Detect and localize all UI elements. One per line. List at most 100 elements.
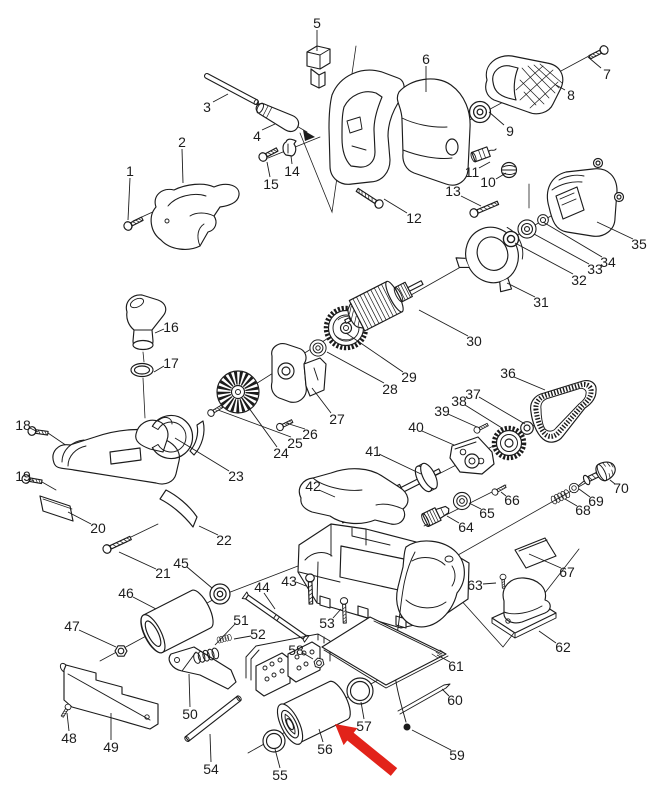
leader-line-62 [538,630,557,644]
part-54-pin-drawing [184,695,242,742]
leader-line-11 [478,161,491,169]
part-15-screw-drawing [256,145,280,164]
part-69-washer-pin-drawing [577,480,585,487]
leader-line-31 [506,282,536,298]
part-62-foot-drawing [491,577,557,639]
part-16-dust-nozzle-drawing [125,294,167,351]
part-number-4: 4 [253,128,261,144]
part-number-25: 25 [287,435,303,451]
leader-line-30 [418,309,469,337]
leader-line-60 [441,688,450,697]
part-number-66: 66 [504,492,520,508]
leader-line-19 [28,478,35,482]
part-number-68: 68 [575,502,591,518]
part-number-48: 48 [61,730,77,746]
side-cover-drawing [396,540,465,628]
part-9-bearing-drawing [468,100,492,124]
part-number-32: 32 [571,272,587,288]
part-64-adjuster-drawing [421,505,450,528]
part-70-knob-drawing [582,461,616,486]
part-number-51: 51 [233,612,249,628]
leader-line-21 [118,551,157,570]
part-55-ring-drawing [262,729,286,753]
part-4-sleeve-drawing [255,102,300,133]
part-number-33: 33 [587,261,603,277]
part-number-22: 22 [216,532,232,548]
part-25-screw-drawing [206,402,225,419]
leader-line-16 [154,328,165,334]
leader-line-53 [332,608,342,619]
leader-line-43 [295,581,307,587]
part-number-36: 36 [500,365,516,381]
part-number-43: 43 [281,573,297,589]
part-27-bearing-box-drawing [270,343,327,403]
part-40-bracket-plate-drawing [449,436,495,475]
part-36-drive-belt-drawing [530,379,597,443]
part-5-switch-drawing [306,45,331,89]
labels-layer: 1234567891011121314151617181920212223242… [15,15,647,783]
leader-line-14 [290,155,293,165]
leader-line-42 [318,489,336,498]
part-number-23: 23 [228,468,244,484]
part-32-washer-drawing [502,230,520,248]
part-65-bearing-drawing [452,491,472,511]
part-number-16: 16 [163,319,179,335]
part-20-plate-drawing [39,495,74,522]
part-2-handle-cover-drawing [150,183,240,250]
leader-line-4 [261,123,276,131]
leader-line-12 [383,198,408,214]
part-number-7: 7 [603,66,611,82]
leader-line-24 [240,396,278,448]
part-number-70: 70 [613,480,629,496]
part-56-rear-roller-drawing [276,680,351,745]
part-number-2: 2 [178,134,186,150]
highlight-arrow [335,724,398,776]
part-number-61: 61 [448,658,464,674]
leader-line-52 [233,635,252,640]
leader-line-29 [345,332,404,373]
part-39-screw-drawing [472,421,490,435]
part-number-10: 10 [480,174,496,190]
part-3-rod-drawing [204,73,259,105]
leader-line-35 [596,221,634,240]
leader-line-46 [132,596,157,610]
part-37-washer-drawing [520,421,534,435]
part-number-58: 58 [288,642,304,658]
part-number-40: 40 [408,419,424,435]
part-number-65: 65 [479,505,495,521]
part-number-45: 45 [173,555,189,571]
part-number-24: 24 [273,445,289,461]
part-number-60: 60 [447,692,463,708]
leader-line-18 [29,427,39,433]
part-number-47: 47 [64,618,80,634]
part-33-bearing-drawing [517,219,537,239]
part-45-bearing-drawing [209,583,231,605]
part-number-19: 19 [15,468,31,484]
part-67-plate-drawing [514,537,557,569]
leader-line-17 [153,365,165,373]
leader-line-10 [495,172,507,180]
leader-line-39 [447,413,478,428]
part-number-9: 9 [506,123,514,139]
leader-line-50 [188,673,191,708]
part-22-base-drawing [52,416,198,528]
part-42-housing-cover-drawing [298,468,409,525]
part-11-carbon-brush-drawing [470,146,497,163]
part-number-38: 38 [451,393,467,409]
leader-line-36 [513,376,546,391]
part-49-side-plate-drawing [59,662,159,730]
part-number-41: 41 [365,443,381,459]
part-number-37: 37 [465,386,481,402]
part-number-17: 17 [163,355,179,371]
leader-line-9 [488,111,505,126]
part-1-screw-drawing [121,214,145,233]
leader-line-67 [528,553,562,569]
leader-line-55 [274,748,281,769]
leader-line-28 [326,351,385,384]
leader-line-25 [217,409,292,438]
part-number-57: 57 [356,718,372,734]
part-number-5: 5 [313,15,321,31]
leader-line-69 [578,488,591,498]
